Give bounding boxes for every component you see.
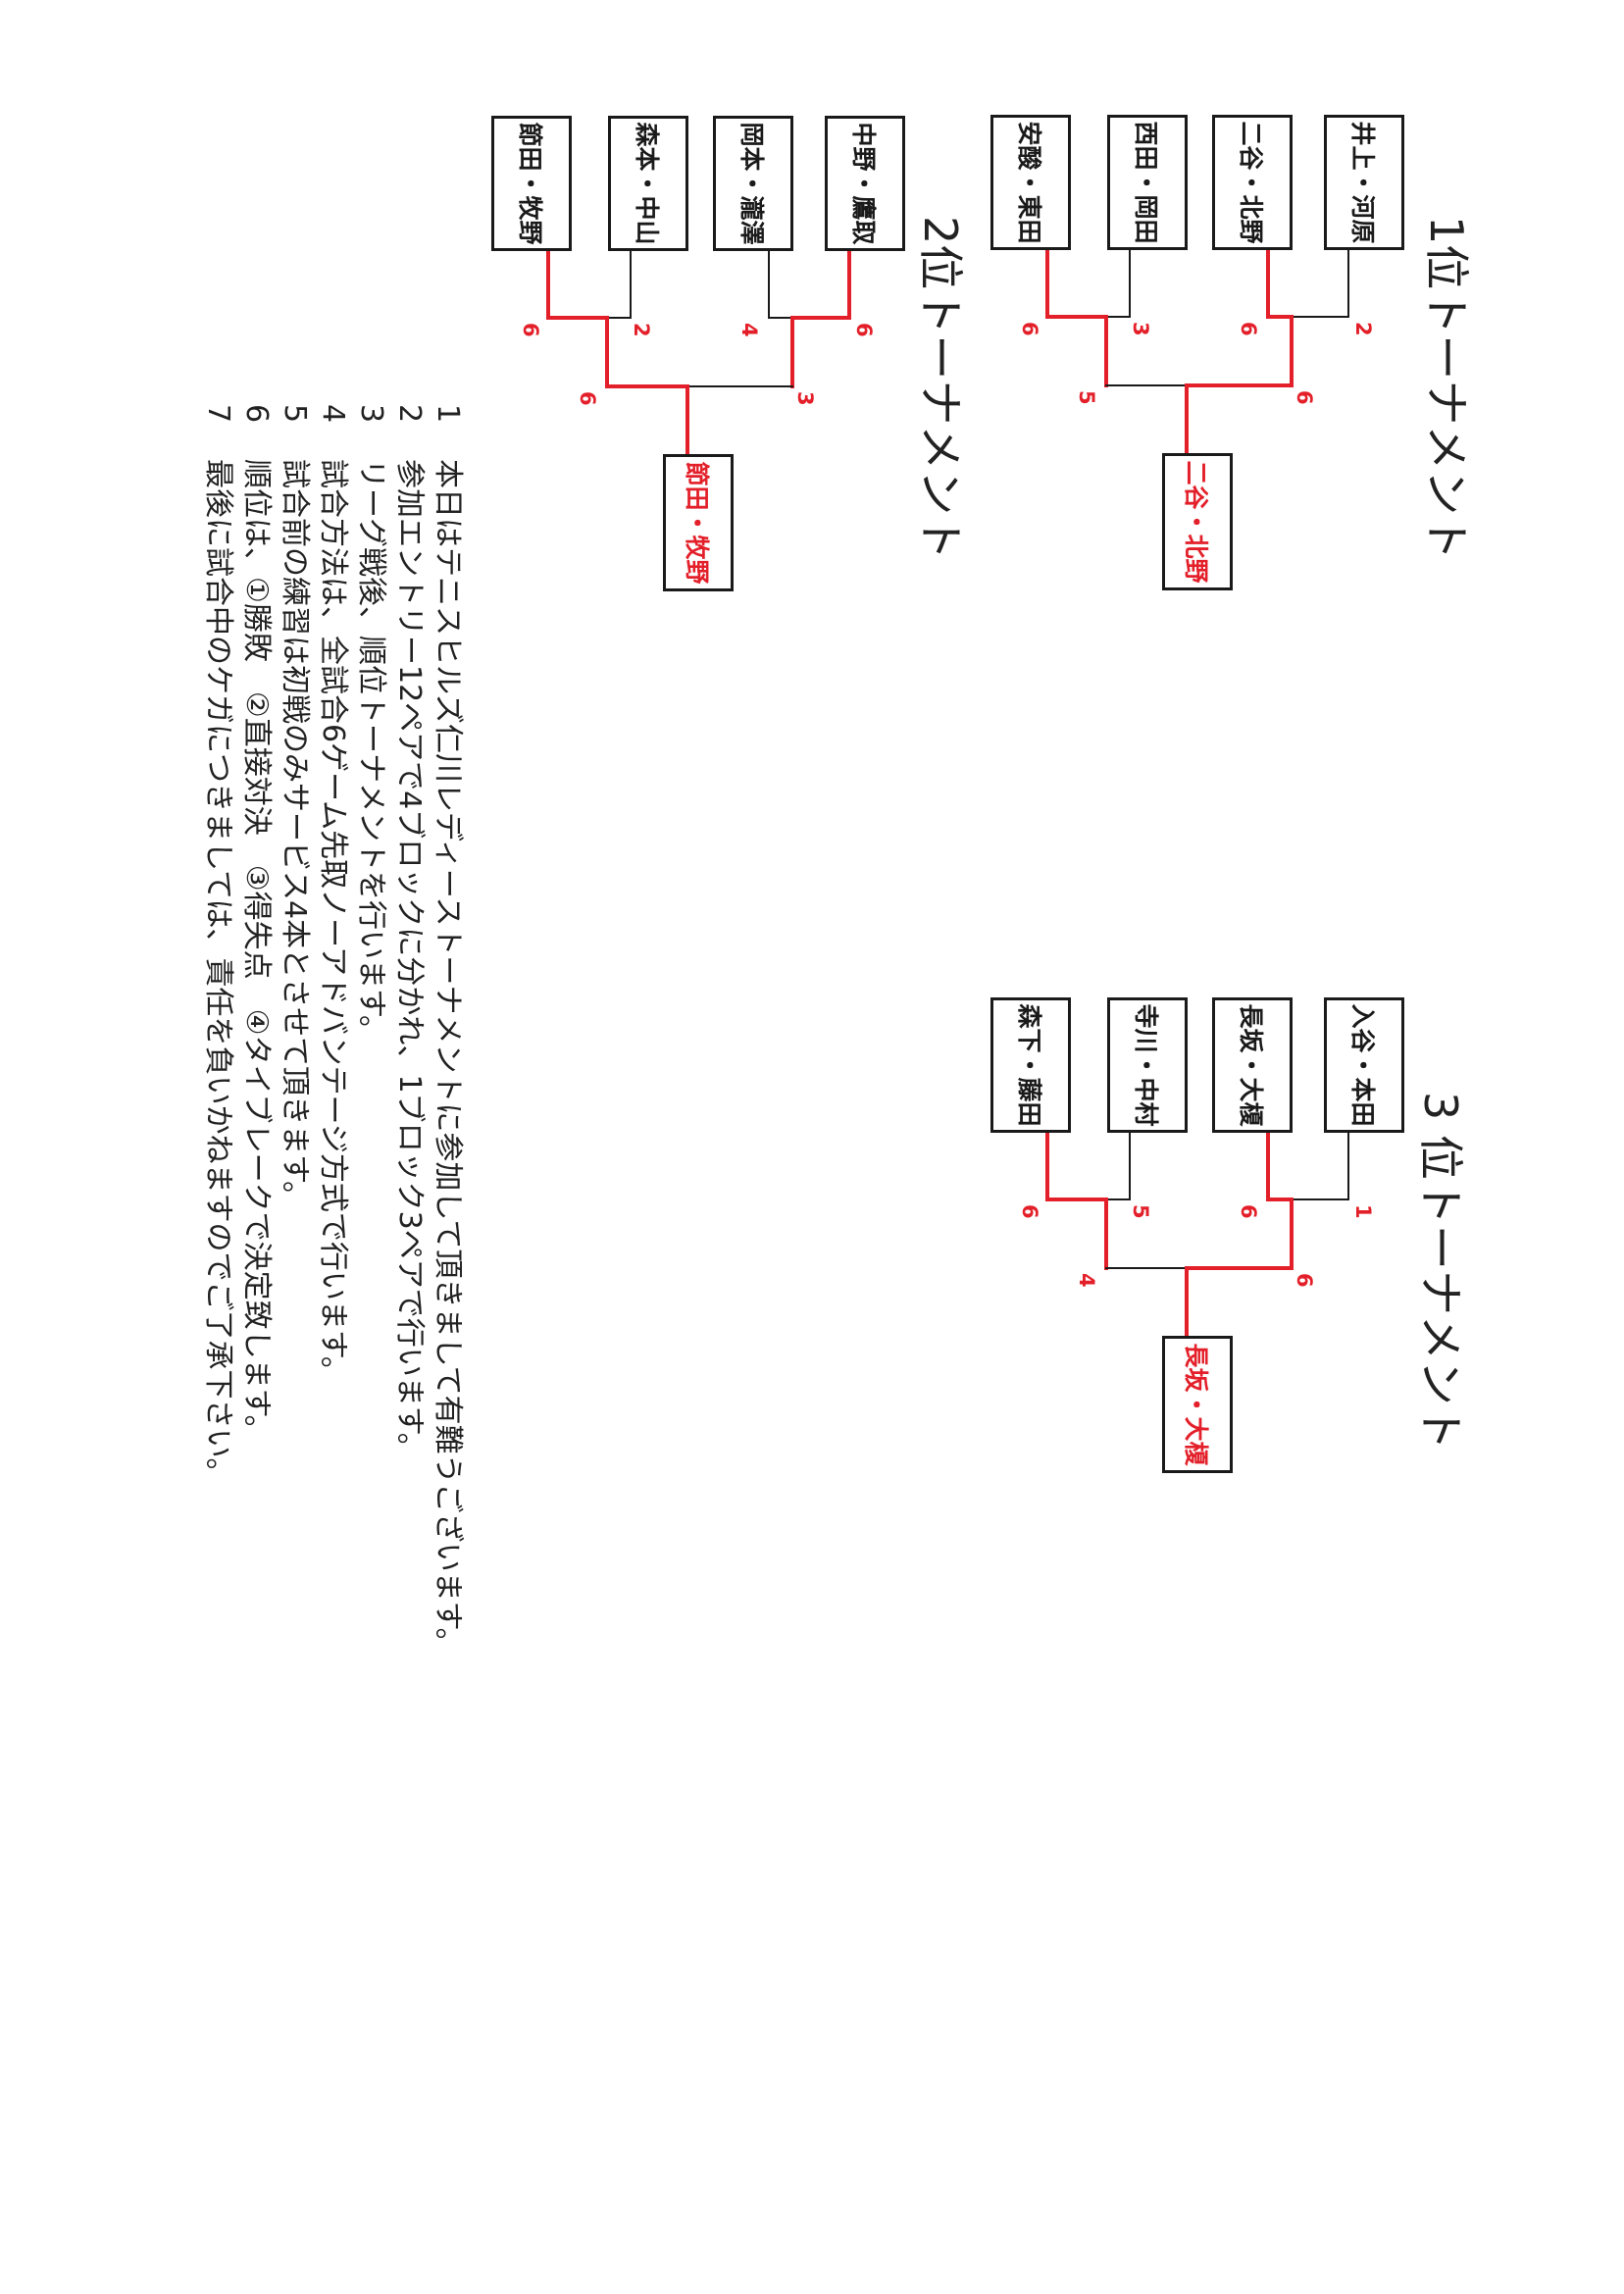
pair-box: 井上・河原 xyxy=(1324,115,1404,250)
round1-score: 4 xyxy=(737,323,761,337)
pair-box: 寺川・中村 xyxy=(1107,997,1188,1133)
round1-score: 3 xyxy=(1129,322,1152,336)
pair-box: 森下・藤田 xyxy=(990,997,1071,1133)
note-item: 5 試合前の練習は初戦のみサービス4本とさせて頂きます。 xyxy=(276,404,314,1657)
notes-list: 1 本日はテニスヒルズ仁川レディーストーナメントに参加して頂きまして有難うございま… xyxy=(199,404,467,1657)
pair-box: 二谷・北野 xyxy=(1212,115,1293,250)
final-score: 6 xyxy=(1293,1273,1316,1288)
note-text: 試合方法は、全試合6ゲーム先取ノーアドバンテージ方式で行います。 xyxy=(316,459,350,1386)
tournament-1-title: 1位トーナメント xyxy=(1420,216,1473,561)
pair-box: 安酸・東田 xyxy=(990,115,1071,250)
note-text: リーグ戦後、順位トーナメントを行います。 xyxy=(354,459,388,1045)
note-item: 6 順位は、①勝敗 ②直接対決 ③得失点 ④タイブレークで決定致します。 xyxy=(237,404,276,1657)
note-text: 順位は、①勝敗 ②直接対決 ③得失点 ④タイブレークで決定致します。 xyxy=(239,459,274,1445)
round1-score: 6 xyxy=(519,323,542,337)
champion-box: 節田・牧野 xyxy=(663,454,734,591)
note-number: 5 xyxy=(278,404,312,424)
final-score: 4 xyxy=(1075,1273,1098,1288)
note-item: 1 本日はテニスヒルズ仁川レディーストーナメントに参加して頂きまして有難うございま… xyxy=(429,404,467,1657)
round1-score: 6 xyxy=(1018,1204,1041,1219)
note-text: 最後に試合中のケガにつきましては、責任を負いかねますのでご了承下さい。 xyxy=(201,459,235,1488)
note-number: 3 xyxy=(354,404,388,424)
round1-score: 2 xyxy=(630,323,653,337)
round1-score: 6 xyxy=(1237,1204,1260,1219)
note-item: 4 試合方法は、全試合6ゲーム先取ノーアドバンテージ方式で行います。 xyxy=(314,404,352,1657)
round1-score: 2 xyxy=(1351,322,1375,336)
pair-box: 西田・岡田 xyxy=(1107,115,1188,250)
note-number: 7 xyxy=(201,404,235,424)
note-item: 2 参加エントリー12ペアで4ブロックに分かれ、1ブロック3ペアで行います。 xyxy=(390,404,429,1657)
pair-box: 中野・鷹取 xyxy=(825,116,905,251)
bracket-lines xyxy=(1045,1131,1349,1338)
pair-box: 長坂・大榎 xyxy=(1212,997,1293,1133)
pair-box: 入谷・本田 xyxy=(1324,997,1404,1133)
final-score: 5 xyxy=(1075,390,1098,405)
final-score: 6 xyxy=(576,391,599,406)
pair-box: 節田・牧野 xyxy=(491,116,572,251)
tournament-3-title: 3 位トーナメント xyxy=(1414,1092,1467,1451)
note-text: 試合前の練習は初戦のみサービス4本とさせて頂きます。 xyxy=(278,459,312,1211)
tournament-1-bracket: 井上・河原 2 二谷・北野 6 西田・岡田 3 安酸・東田 6 6 5 二谷・北野 xyxy=(914,115,1404,625)
pair-box: 森本・中山 xyxy=(608,116,688,251)
champion-box: 長坂・大榎 xyxy=(1162,1336,1233,1473)
note-text: 本日はテニスヒルズ仁川レディーストーナメントに参加して頂きまして有難うございます… xyxy=(431,459,465,1657)
round1-score: 6 xyxy=(1237,322,1260,336)
note-text: 参加エントリー12ペアで4ブロックに分かれ、1ブロック3ペアで行います。 xyxy=(392,459,427,1462)
tournament-3-bracket: 入谷・本田 1 長坂・大榎 6 寺川・中村 5 森下・藤田 6 6 4 長坂・大榎 xyxy=(914,997,1404,1507)
bracket-lines xyxy=(1045,248,1349,455)
round1-score: 6 xyxy=(852,323,876,337)
note-number: 4 xyxy=(316,404,350,424)
note-number: 1 xyxy=(431,404,465,424)
final-score: 6 xyxy=(1293,390,1316,405)
note-number: 6 xyxy=(239,404,274,424)
tournament-2-bracket: 中野・鷹取 6 岡本・瀧澤 4 森本・中山 2 節田・牧野 6 3 6 節田・牧野 xyxy=(415,116,905,626)
note-number: 2 xyxy=(392,404,427,424)
note-item: 7 最後に試合中のケガにつきましては、責任を負いかねますのでご了承下さい。 xyxy=(199,404,237,1657)
final-score: 3 xyxy=(793,391,817,406)
round1-score: 5 xyxy=(1129,1204,1152,1219)
note-item: 3 リーグ戦後、順位トーナメントを行います。 xyxy=(352,404,390,1657)
bracket-lines xyxy=(546,249,851,456)
pair-box: 岡本・瀧澤 xyxy=(713,116,793,251)
champion-box: 二谷・北野 xyxy=(1162,453,1233,590)
round1-score: 1 xyxy=(1351,1204,1375,1219)
round1-score: 6 xyxy=(1018,322,1041,336)
